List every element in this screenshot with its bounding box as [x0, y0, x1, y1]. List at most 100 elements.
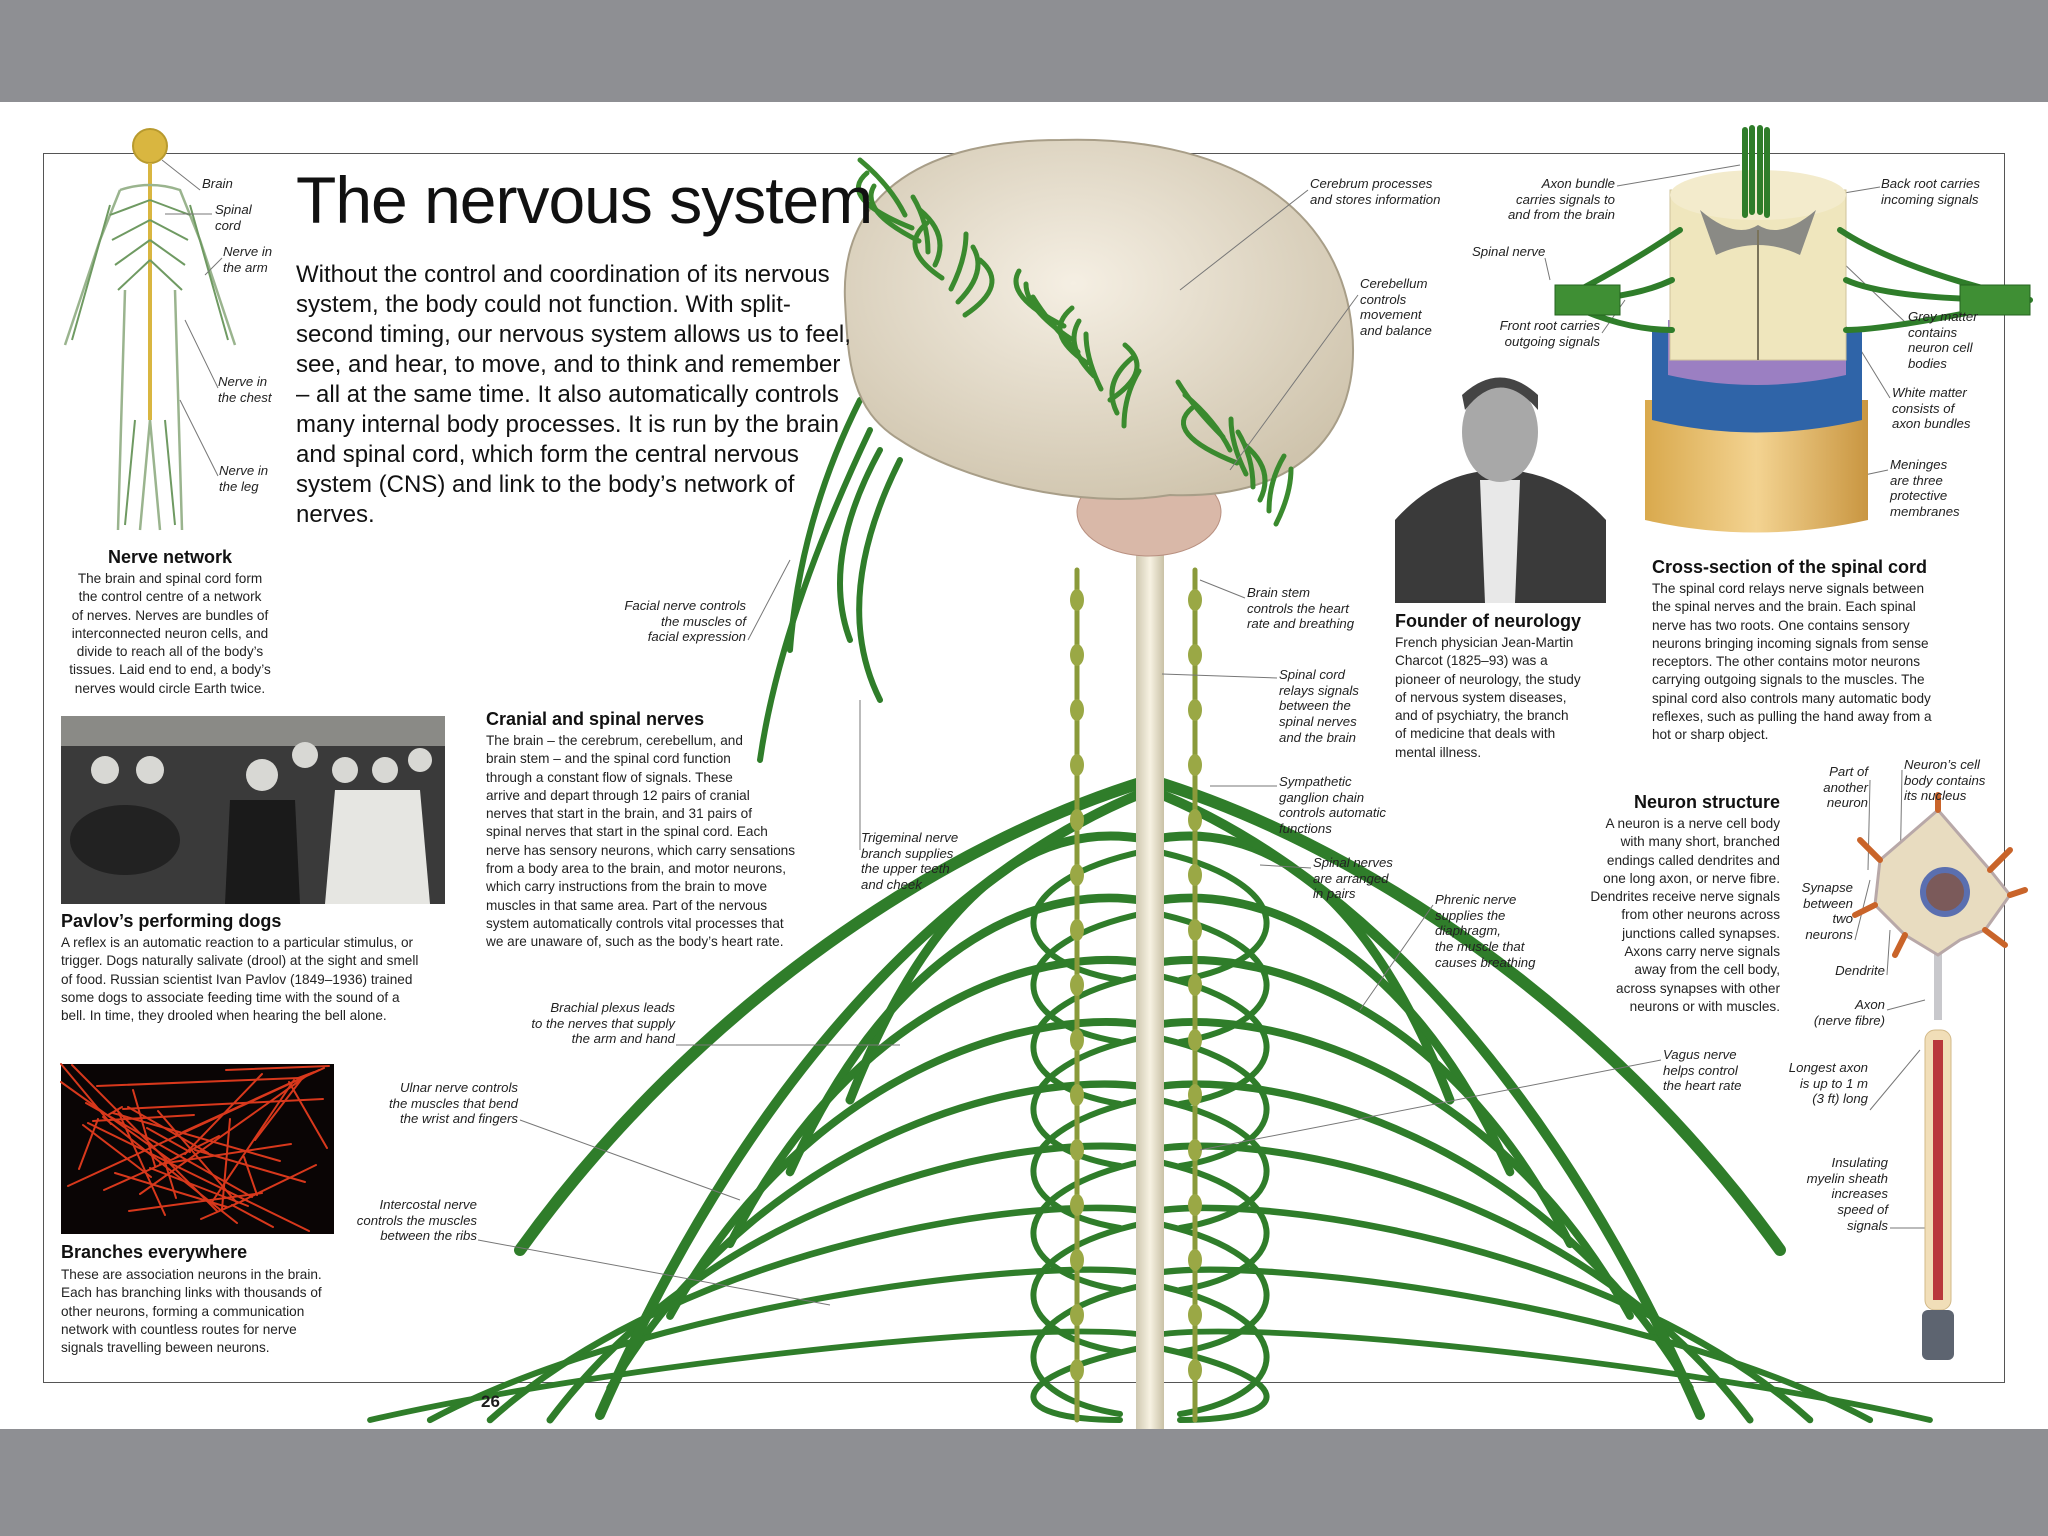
neuron-branch	[288, 1081, 328, 1149]
ganglion	[1070, 1304, 1084, 1326]
neuron-branch	[107, 1106, 123, 1116]
brain-vein	[1083, 331, 1104, 392]
label-spinal-nerve-pairs: Spinal nerves are arranged in pairs	[1313, 855, 1393, 902]
label-spinal-cord: Spinal cord	[215, 202, 252, 233]
nerve-path	[1147, 1219, 1270, 1355]
label-cell-body: Neuron’s cell body contains its nucleus	[1904, 757, 1986, 804]
nerve-path	[1147, 1343, 1270, 1423]
nerve-path	[785, 893, 1155, 1177]
ganglion	[1070, 1029, 1084, 1051]
nerve-path	[1147, 847, 1270, 983]
neuron-branch	[128, 1192, 263, 1212]
nerve-path	[1146, 1018, 1634, 1320]
label-brachial-plexus: Brachial plexus leads to the nerves that…	[531, 1000, 675, 1047]
neuron-branch	[92, 1114, 195, 1122]
ganglion	[1188, 1359, 1202, 1381]
ganglion	[1070, 644, 1084, 666]
ganglion	[1070, 1084, 1084, 1106]
label-grey-matter: Grey matter contains neuron cell bodies	[1908, 309, 1978, 372]
charcot-portrait-photo	[1395, 377, 1606, 603]
label-longest-axon: Longest axon is up to 1 m (3 ft) long	[1788, 1060, 1868, 1107]
ganglion	[1188, 1139, 1202, 1161]
nerve-path	[1146, 1266, 1874, 1424]
nerve-path	[546, 1142, 1154, 1424]
label-front-root: Front root carries outgoing signals	[1499, 318, 1600, 349]
label-back-root: Back root carries incoming signals	[1881, 176, 1980, 207]
brain-vein	[955, 244, 981, 305]
neuron-branch	[211, 1079, 295, 1203]
brain-vein	[868, 183, 922, 244]
neuron-heading: Neuron structure	[1633, 792, 1780, 812]
nerve-path	[1147, 1281, 1270, 1417]
pavlov-heading: Pavlov’s performing dogs	[61, 911, 282, 931]
nerve-path	[787, 397, 863, 653]
nerve-path	[595, 785, 1155, 1420]
label-meninges: Meninges are three protective membranes	[1890, 457, 1960, 520]
ganglion	[1188, 1304, 1202, 1326]
neuron-branch	[87, 1122, 310, 1232]
nerve-network-text: The brain and spinal cord form the contr…	[69, 571, 271, 696]
neuron-branch	[174, 1135, 220, 1159]
neuron-branch	[60, 1081, 171, 1161]
page-number: 26	[481, 1392, 500, 1411]
neuron-branch	[221, 1118, 231, 1210]
brain-surface-nerves	[855, 157, 1294, 527]
intro-paragraph: Without the control and coordination of …	[296, 261, 851, 528]
neuron-branch	[122, 1098, 324, 1110]
label-trigeminal-nerve: Trigeminal nerve branch supplies the upp…	[861, 830, 959, 893]
ganglion	[1188, 1249, 1202, 1271]
neuron-branch	[102, 1116, 238, 1224]
ganglion	[1070, 864, 1084, 886]
brain-vein	[912, 220, 945, 281]
ganglion	[1188, 589, 1202, 611]
nerve-path	[1145, 785, 1705, 1420]
brain-vein	[1030, 294, 1081, 355]
body-nerve-figure	[63, 128, 237, 531]
nerve-path	[666, 1018, 1154, 1320]
founder-heading: Founder of neurology	[1395, 611, 1581, 631]
label-spinal-cord-relay: Spinal cord relays signals between the s…	[1279, 667, 1359, 745]
ganglion	[1070, 699, 1084, 721]
neuron-branch	[254, 1075, 305, 1141]
label-nerve-arm: Nerve in the arm	[223, 244, 273, 275]
spinal-cord-cross-section-illustration	[1554, 125, 2033, 533]
ganglion	[1070, 754, 1084, 776]
neuron-branch	[225, 1065, 330, 1071]
label-axon: Axon (nerve fibre)	[1813, 997, 1885, 1028]
label-spinal-nerve: Spinal nerve	[1472, 244, 1546, 259]
label-part-of-neuron: Part of another neuron	[1823, 764, 1868, 811]
neuron-branch	[182, 1069, 320, 1133]
nerve-path	[1144, 774, 1786, 1256]
ganglion	[1070, 974, 1084, 996]
nerve-path	[1146, 1204, 1814, 1424]
label-intercostal-nerve: Intercostal nerve controls the muscles b…	[356, 1197, 477, 1244]
label-brain: Brain	[202, 176, 233, 191]
nerve-network-heading: Nerve network	[107, 547, 233, 567]
label-nerve-leg: Nerve in the leg	[219, 463, 269, 494]
nerve-path	[486, 1204, 1154, 1424]
brain-vein	[1182, 392, 1233, 453]
ganglion	[1188, 919, 1202, 941]
brain-vein	[1121, 368, 1142, 429]
neuron-branch	[149, 1167, 249, 1207]
label-ulnar-nerve: Ulnar nerve controls the muscles that be…	[388, 1080, 518, 1127]
page-title: The nervous system	[296, 163, 873, 237]
label-facial-nerve: Facial nerve controls the muscles of fac…	[624, 598, 746, 645]
neuron-branch	[82, 1124, 152, 1178]
neuron-branch	[159, 1143, 292, 1165]
cross-section-text: The spinal cord relays nerve signals bet…	[1652, 581, 1932, 743]
nerve-path	[1147, 1328, 1933, 1423]
ganglion	[1188, 1029, 1202, 1051]
ganglion	[1070, 1359, 1084, 1381]
nerve-path	[426, 1266, 1154, 1424]
nerve-path	[1145, 955, 1575, 1249]
label-dendrite: Dendrite	[1835, 963, 1885, 978]
cranial-text: The brain – the cerebrum, cerebellum, an…	[486, 733, 796, 950]
neuron-branch	[71, 1064, 218, 1212]
sympathetic-ganglion-chains	[1070, 567, 1202, 1423]
label-cerebrum: Cerebrum processes and stores informatio…	[1310, 176, 1441, 207]
neuron-branch	[231, 1204, 274, 1228]
label-white-matter: White matter consists of axon bundles	[1892, 385, 1971, 432]
neuron-branch	[96, 1077, 300, 1087]
ganglion	[1188, 699, 1202, 721]
